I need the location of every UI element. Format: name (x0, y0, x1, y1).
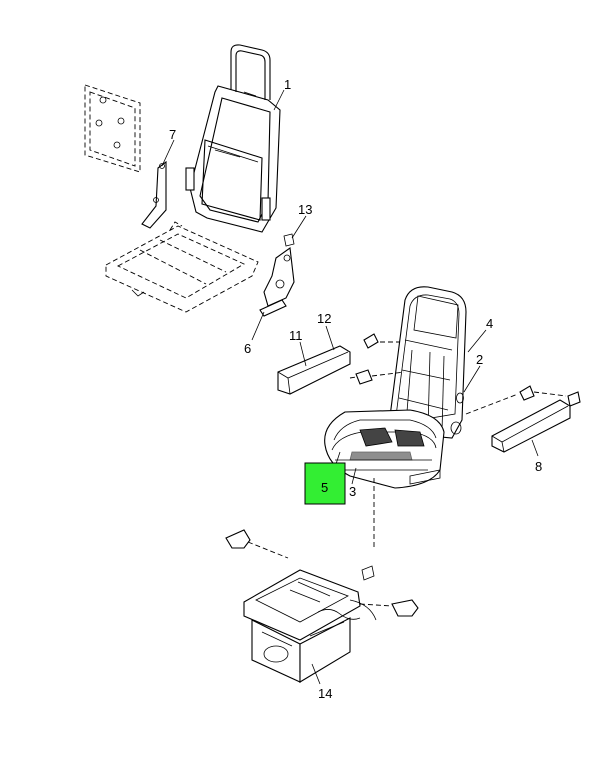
seat-base-suspension (225, 478, 419, 683)
callout-1[interactable]: 1 (284, 77, 291, 92)
armrest-left (277, 333, 405, 395)
callout-6[interactable]: 6 (244, 341, 251, 356)
callout-labels: 1 2 3 4 6 7 8 11 12 13 14 (169, 77, 542, 701)
callout-7[interactable]: 7 (169, 127, 176, 142)
callout-11[interactable]: 11 (289, 328, 303, 343)
seat-back-frame (185, 44, 281, 233)
callout-4[interactable]: 4 (486, 316, 493, 331)
back-panel-plate (84, 84, 141, 173)
callout-12[interactable]: 12 (317, 311, 331, 326)
callout-2[interactable]: 2 (476, 352, 483, 367)
callout-8[interactable]: 8 (535, 459, 542, 474)
hinge-bracket-left (141, 160, 167, 229)
callout-5[interactable]: 5 (321, 480, 328, 495)
leader-lines (161, 89, 539, 685)
callout-3[interactable]: 3 (349, 484, 356, 499)
seat-cushion-frame (105, 221, 259, 313)
callout-14[interactable]: 14 (318, 686, 332, 701)
callout-13[interactable]: 13 (298, 202, 312, 217)
assembled-seat (324, 286, 467, 489)
cushion-stitching (349, 427, 425, 461)
recliner-mechanism (259, 233, 295, 317)
armrest-right (465, 385, 581, 453)
highlighted-callout-5[interactable]: 5 (304, 462, 346, 505)
highlight-box[interactable] (304, 462, 346, 505)
